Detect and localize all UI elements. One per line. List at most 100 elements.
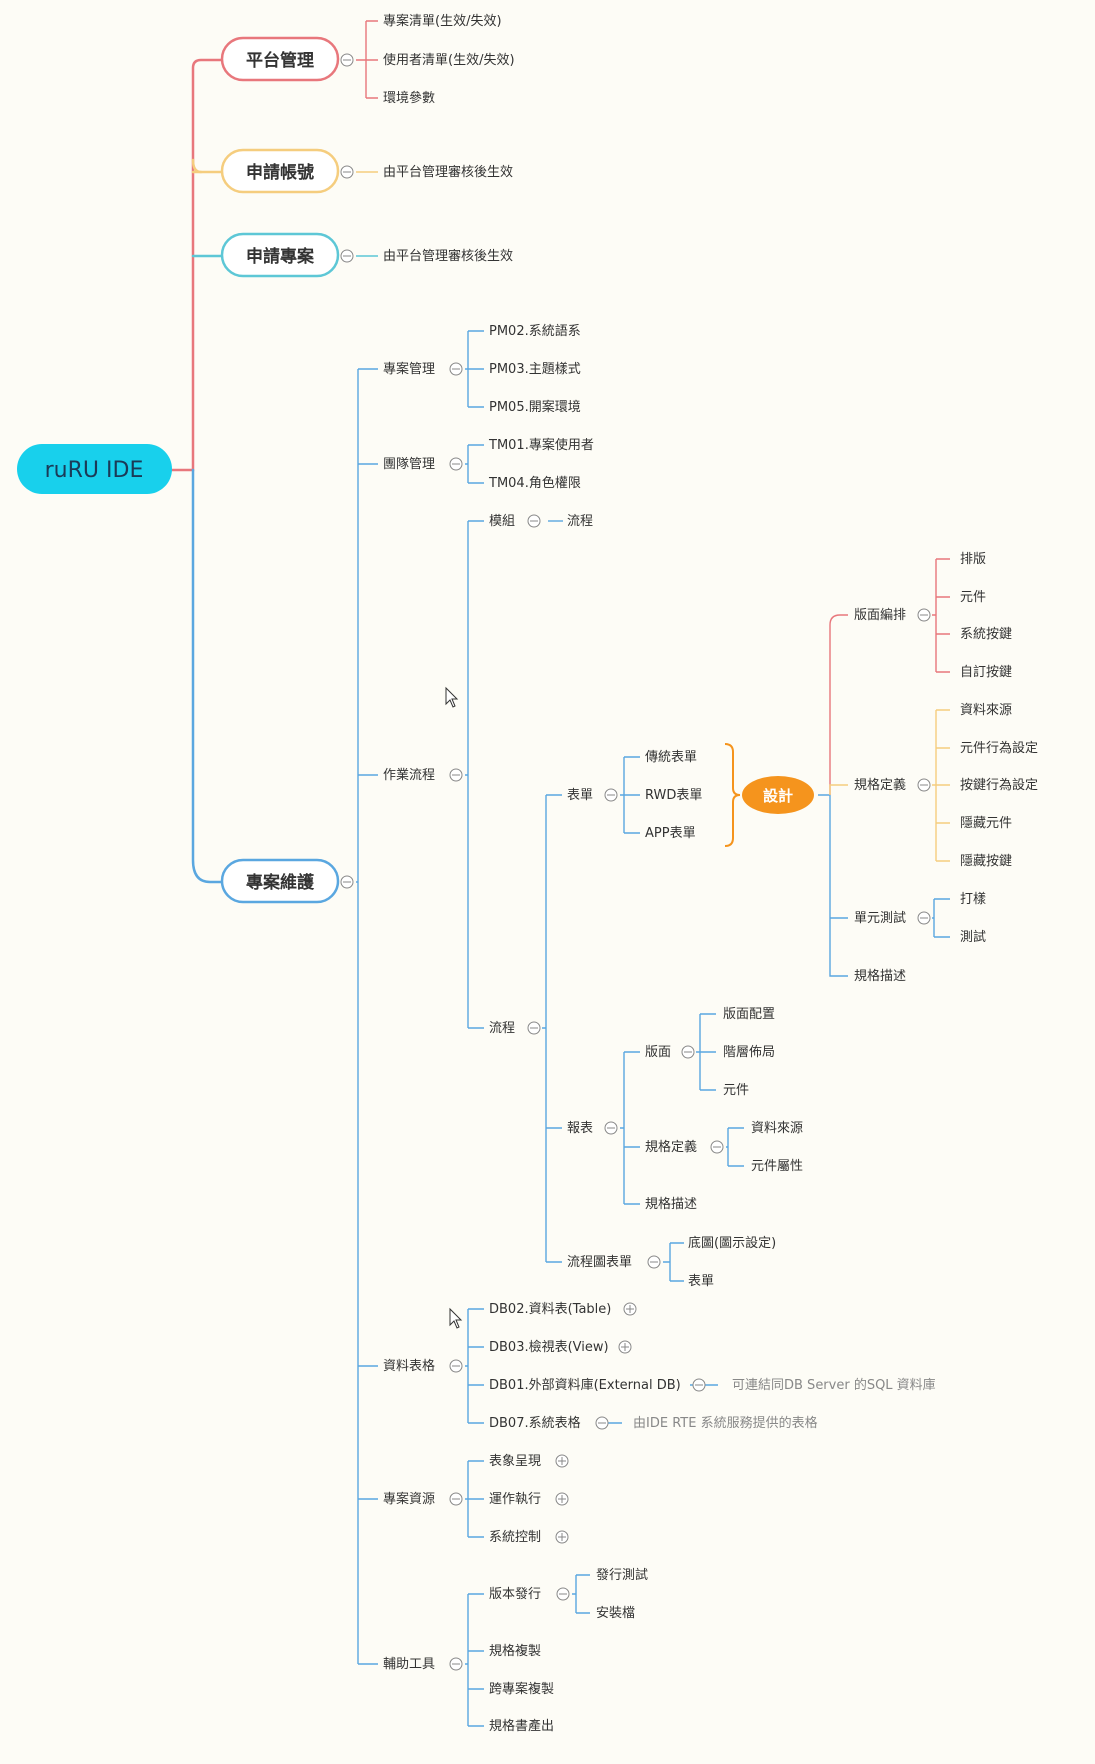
node-label[interactable]: 由平台管理審核後生效 [383,165,513,180]
node-label[interactable]: 專案資源 [383,1492,435,1507]
node-label[interactable]: PM05.開案環境 [489,400,581,415]
node-label[interactable]: DB01.外部資料庫(External DB) [489,1378,681,1393]
collapse-icon[interactable] [340,53,354,67]
node-label[interactable]: 跨專案複製 [489,1681,554,1697]
expand-icon[interactable] [555,1454,569,1468]
node-label[interactable]: 單元測試 [854,910,906,926]
node-label[interactable]: 表單 [567,788,593,803]
node-label[interactable]: 發行測試 [596,1567,648,1583]
collapse-icon[interactable] [917,778,931,792]
collapse-icon[interactable] [917,608,931,622]
node-label[interactable]: 表單 [688,1274,714,1289]
node-label[interactable]: 由平台管理審核後生效 [383,249,513,264]
node-label[interactable]: 傳統表單 [645,750,697,765]
collapse-icon[interactable] [340,875,354,889]
collapse-icon[interactable] [527,1021,541,1035]
node-label[interactable]: 作業流程 [383,767,435,783]
branch-account[interactable]: 申請帳號 [220,148,340,194]
node-label[interactable]: 元件 [723,1083,749,1098]
node-label[interactable]: 元件行為設定 [960,740,1038,756]
node-label[interactable]: 打樣 [960,892,986,907]
collapse-icon[interactable] [449,768,463,782]
node-label[interactable]: 團隊管理 [383,456,435,472]
collapse-icon[interactable] [692,1378,706,1392]
node-label[interactable]: 版面編排 [854,607,906,623]
node-label[interactable]: 輔助工具 [383,1657,435,1672]
node-label[interactable]: 隱藏按鍵 [960,853,1012,869]
collapse-icon[interactable] [556,1587,570,1601]
node-label[interactable]: 模組 [489,514,515,529]
node-label[interactable]: 規格複製 [489,1643,541,1659]
collapse-icon[interactable] [340,249,354,263]
node-label[interactable]: 版面 [645,1045,671,1060]
collapse-icon[interactable] [710,1140,724,1154]
node-label[interactable]: 環境參數 [383,91,435,106]
collapse-icon[interactable] [449,1359,463,1373]
node-label[interactable]: 規格定義 [645,1139,697,1155]
node-label[interactable]: DB02.資料表(Table) [489,1302,611,1317]
node-label[interactable]: 資料表格 [383,1358,435,1374]
expand-icon[interactable] [555,1492,569,1506]
branch-project-apply[interactable]: 申請專案 [220,232,340,278]
node-label[interactable]: 安裝檔 [596,1606,635,1621]
node-label[interactable]: PM02.系統語系 [489,323,581,339]
node-label[interactable]: 版面配置 [723,1007,775,1022]
root-node[interactable]: ruRU IDE [17,444,172,494]
node-label[interactable]: 元件屬性 [751,1159,803,1174]
collapse-icon[interactable] [449,362,463,376]
expand-icon[interactable] [618,1340,632,1354]
node-label[interactable]: 規格描述 [854,968,906,984]
collapse-icon[interactable] [449,1657,463,1671]
branch-platform[interactable]: 平台管理 [220,36,340,82]
collapse-icon[interactable] [681,1045,695,1059]
node-label[interactable]: 規格書產出 [489,1718,554,1734]
node-label[interactable]: 報表 [567,1121,593,1136]
node-label[interactable]: 使用者清單(生效/失效) [383,52,515,68]
node-label[interactable]: 階層佈局 [723,1044,775,1060]
node-label[interactable]: 排版 [960,552,986,567]
node-label[interactable]: 測試 [960,929,986,945]
design-label: 設計 [763,787,793,805]
node-label[interactable]: 專案清單(生效/失效) [383,14,502,29]
branch-maintain[interactable]: 專案維護 [220,858,340,904]
node-label[interactable]: 底圖(圖示設定) [688,1235,776,1251]
node-label[interactable]: 資料來源 [751,1121,803,1136]
node-label[interactable]: 按鍵行為設定 [960,777,1038,793]
collapse-icon[interactable] [340,165,354,179]
collapse-icon[interactable] [527,514,541,528]
node-label[interactable]: 表象呈現 [489,1454,541,1469]
node-label[interactable]: 規格定義 [854,777,906,793]
collapse-icon[interactable] [647,1255,661,1269]
collapse-icon[interactable] [917,911,931,925]
collapse-toggles [340,53,931,1671]
node-label[interactable]: 資料來源 [960,703,1012,718]
node-label[interactable]: 隱藏元件 [960,816,1012,831]
node-label[interactable]: 規格描述 [645,1196,697,1212]
expand-icon[interactable] [555,1530,569,1544]
node-label[interactable]: DB03.檢視表(View) [489,1339,609,1355]
node-label[interactable]: 流程 [567,514,593,529]
node-label[interactable]: 元件 [960,590,986,605]
node-label[interactable]: 自訂按鍵 [960,664,1012,680]
node-label[interactable]: 系統按鍵 [960,626,1012,642]
collapse-icon[interactable] [604,1121,618,1135]
collapse-icon[interactable] [449,457,463,471]
node-label[interactable]: RWD表單 [645,788,702,803]
collapse-icon[interactable] [604,788,618,802]
node-label[interactable]: TM01.專案使用者 [488,437,594,453]
expand-icon[interactable] [623,1302,637,1316]
design-node[interactable]: 設計 [742,776,814,814]
node-label[interactable]: APP表單 [645,826,696,841]
node-label[interactable]: 流程 [489,1021,515,1036]
node-label[interactable]: PM03.主題樣式 [489,362,581,377]
node-label[interactable]: 運作執行 [489,1491,541,1507]
node-label[interactable]: 流程圖表單 [567,1255,632,1270]
node-label[interactable]: 系統控制 [489,1530,541,1545]
node-label[interactable]: 版本發行 [489,1587,541,1602]
node-label[interactable]: 專案管理 [383,362,435,377]
collapse-icon[interactable] [595,1416,609,1430]
node-label[interactable]: TM04.角色權限 [488,475,581,491]
collapse-icon[interactable] [449,1492,463,1506]
node-label[interactable]: DB07.系統表格 [489,1415,581,1431]
branch-project-apply-label: 申請專案 [246,246,315,267]
